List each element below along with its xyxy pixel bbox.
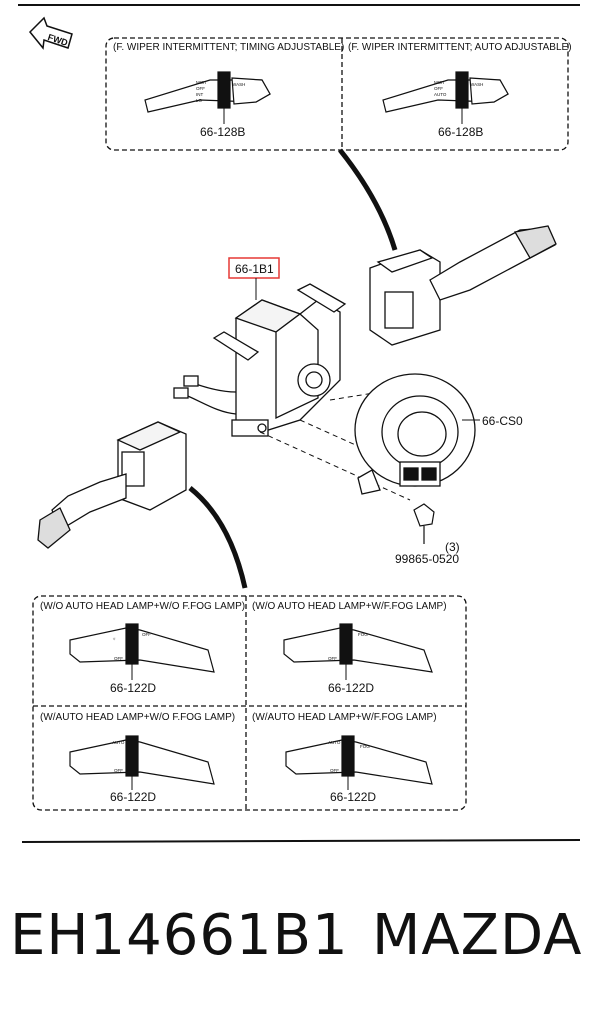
svg-text:MIST: MIST [434, 80, 445, 85]
svg-text:WASH: WASH [470, 82, 483, 87]
wiper-switch-auto-adjustable: MIST OFF AUTO WASH [382, 71, 509, 113]
bottom-pointer-curve [188, 486, 248, 589]
svg-text:AUTO: AUTO [434, 92, 447, 97]
bottom-caption-3: (W/AUTO HEAD LAMP+W/O F.FOG LAMP) [40, 712, 235, 723]
screw-part-number: 99865-0520 [395, 552, 459, 566]
bottom-part-number-4: 66-122D [330, 790, 376, 804]
footer: EH14661B1 MAZDA [0, 890, 600, 980]
bottom-caption-1: (W/O AUTO HEAD LAMP+W/O F.FOG LAMP) [40, 601, 245, 612]
screw-quantity: (3) [445, 540, 460, 554]
svg-text:AUTO: AUTO [328, 740, 341, 745]
svg-text:OFF: OFF [434, 86, 443, 91]
svg-text:INT: INT [196, 92, 204, 97]
light-switch-variant-4: AUTO FOG OFF [285, 735, 433, 785]
svg-text:OFF: OFF [330, 768, 339, 773]
svg-text:WASH: WASH [232, 82, 245, 87]
svg-text:OFF: OFF [196, 86, 205, 91]
footer-brand: MAZDA [372, 902, 583, 968]
bottom-part-number-3: 66-122D [110, 790, 156, 804]
highlight-box [228, 257, 280, 279]
bottom-caption-4: (W/AUTO HEAD LAMP+W/F.FOG LAMP) [252, 712, 437, 723]
svg-text:AUTO: AUTO [112, 740, 125, 745]
svg-text:☼: ☼ [112, 636, 116, 641]
svg-text:FOG: FOG [360, 744, 370, 749]
svg-text:OFF: OFF [114, 656, 123, 661]
top-left-part-number: 66-128B [200, 125, 245, 139]
clock-spring-part-number: 66-CS0 [482, 414, 523, 428]
footer-separator [21, 839, 581, 843]
wiper-switch-assembly [369, 225, 557, 346]
bottom-part-number-1: 66-122D [110, 681, 156, 695]
svg-text:LO: LO [196, 98, 203, 103]
light-switch-variant-1: ☼ OFF OFF [69, 623, 215, 673]
light-switch-variant-3: AUTO OFF [69, 735, 215, 785]
top-variant-box [105, 37, 569, 151]
svg-text:FOG: FOG [358, 632, 368, 637]
bottom-caption-2: (W/O AUTO HEAD LAMP+W/F.FOG LAMP) [252, 601, 447, 612]
svg-text:OFF: OFF [114, 768, 123, 773]
screw-icon [413, 503, 435, 544]
bottom-part-number-2: 66-122D [328, 681, 374, 695]
fwd-arrow-icon: FWD [28, 16, 73, 50]
light-switch-assembly [37, 421, 187, 549]
svg-text:OFF: OFF [328, 656, 337, 661]
top-left-caption: (F. WIPER INTERMITTENT; TIMING ADJUSTABL… [113, 42, 344, 53]
wiper-switch-timing-adjustable: MIST OFF INT LO WASH [144, 71, 271, 113]
light-switch-variant-2: FOG OFF [283, 623, 433, 673]
top-right-caption: (F. WIPER INTERMITTENT; AUTO ADJUSTABLE) [348, 42, 572, 53]
clock-spring [354, 373, 476, 495]
footer-part-number: EH14661B1 [10, 902, 349, 968]
top-right-part-number: 66-128B [438, 125, 483, 139]
highlight-part-number: 66-1B1 [235, 262, 274, 276]
combination-switch-body [173, 283, 347, 437]
top-pointer-curve [338, 148, 398, 251]
svg-text:OFF: OFF [142, 632, 151, 637]
svg-text:MIST: MIST [196, 80, 207, 85]
bottom-variant-box [32, 595, 467, 811]
